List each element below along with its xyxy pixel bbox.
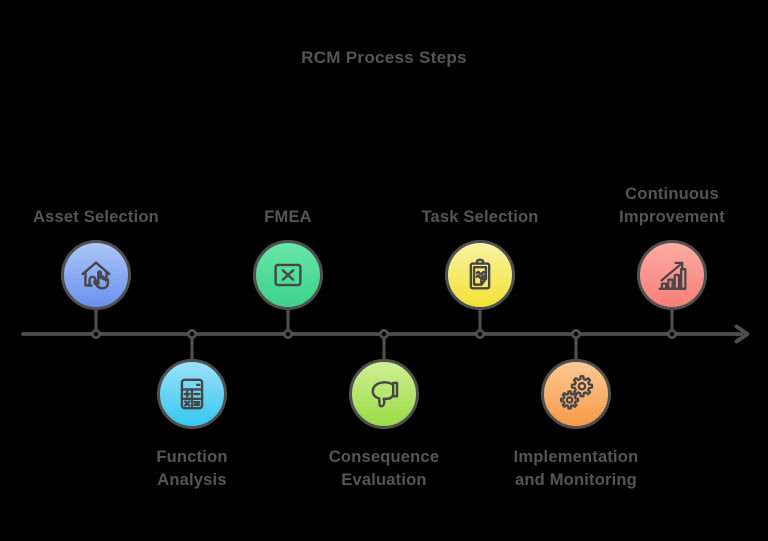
step-label-consequence-evaluation: Consequence Evaluation	[294, 446, 474, 492]
step-label-function-analysis: Function Analysis	[102, 446, 282, 492]
step-circle-function-analysis	[157, 359, 227, 429]
step-circle-asset-selection	[61, 240, 131, 310]
step-circle-continuous-improvement	[637, 240, 707, 310]
step-label-asset-selection: Asset Selection	[6, 206, 186, 229]
label-line: FMEA	[264, 208, 312, 226]
timeline-node	[378, 328, 389, 339]
step-circle-task-selection	[445, 240, 515, 310]
step-label-task-selection: Task Selection	[390, 206, 570, 229]
gear-small-hole	[565, 396, 574, 404]
step-label-fmea: FMEA	[198, 206, 378, 229]
calculator-icon	[180, 378, 204, 410]
label-line: Continuous	[625, 185, 719, 203]
timeline-node	[571, 328, 582, 339]
step-label-continuous-improvement: Continuous Improvement	[582, 183, 762, 229]
gear-small	[559, 390, 580, 410]
arrow-head-icon	[734, 324, 750, 344]
label-line: and Monitoring	[515, 471, 637, 489]
label-line: Improvement	[619, 208, 725, 226]
timeline-node	[186, 328, 197, 339]
house-select-icon	[81, 261, 111, 290]
x-box-icon	[274, 263, 302, 287]
gear-large-hole	[577, 381, 587, 391]
step-circle-implementation-and-monitoring	[541, 359, 611, 429]
label-line: Asset Selection	[33, 208, 159, 226]
step-label-implementation-and-monitoring: Implementation and Monitoring	[486, 446, 666, 492]
diagram-title: RCM Process Steps	[301, 48, 467, 67]
label-line: Function	[156, 448, 228, 466]
label-line: Evaluation	[341, 471, 427, 489]
growth-chart-icon	[658, 261, 687, 290]
step-circle-fmea	[253, 240, 323, 310]
timeline-node	[667, 328, 678, 339]
label-line: Analysis	[157, 471, 227, 489]
timeline-node	[91, 328, 102, 339]
timeline-node	[282, 328, 293, 339]
label-line: Task Selection	[421, 208, 539, 226]
clipboard-icon	[469, 258, 491, 290]
gear-large	[570, 375, 594, 398]
label-line: Implementation	[513, 448, 639, 466]
thumbs-down-icon	[371, 381, 399, 408]
gears-icon	[559, 375, 594, 410]
timeline-node	[474, 328, 485, 339]
label-line: Consequence	[328, 448, 440, 466]
step-circle-consequence-evaluation	[349, 359, 419, 429]
